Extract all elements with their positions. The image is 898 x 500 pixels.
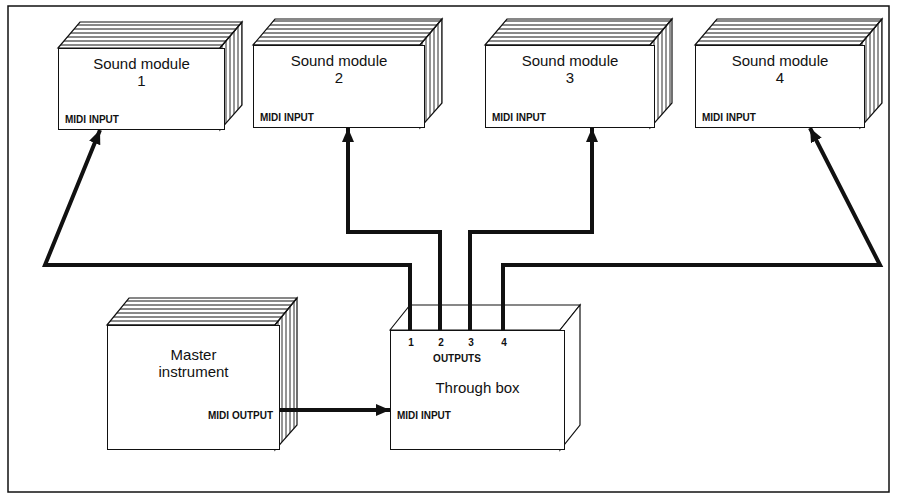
master-instrument-box: Master instrumentMIDI OUTPUT [107,325,280,450]
frame [8,6,889,492]
output-number: 4 [501,337,507,349]
sound-module-box: Sound module 4 MIDI INPUT [695,45,865,128]
port-label: MIDI INPUT [397,410,451,422]
box-name: Through box [391,379,564,396]
midi-cable [280,408,390,412]
sound-module-box: Sound module 1 MIDI INPUT [58,48,225,130]
box-3d-faces [58,19,882,450]
module-heading: Sound module 3 [486,52,654,87]
outputs-label: OUTPUTS [433,353,481,365]
output-number: 2 [438,337,444,349]
port-label: MIDI INPUT [702,112,756,124]
port-label: MIDI OUTPUT [208,410,273,422]
port-label: MIDI INPUT [260,112,314,124]
sound-module-box: Sound module 3 MIDI INPUT [485,45,655,128]
output-number: 3 [468,337,474,349]
midi-cable [348,128,440,330]
sound-module-box: Sound module 2 MIDI INPUT [253,45,425,128]
instrument-name: Master instrument [108,346,279,381]
output-number: 1 [408,337,414,349]
midi-cable [503,128,880,330]
through-box: 1 2 3 4OUTPUTS Through boxMIDI INPUT [390,330,565,450]
module-heading: Sound module 4 [696,52,864,87]
port-label: MIDI INPUT [65,114,119,126]
module-heading: Sound module 2 [254,52,424,87]
midi-cable [470,128,592,330]
port-label: MIDI INPUT [492,112,546,124]
module-heading: Sound module 1 [59,55,224,90]
